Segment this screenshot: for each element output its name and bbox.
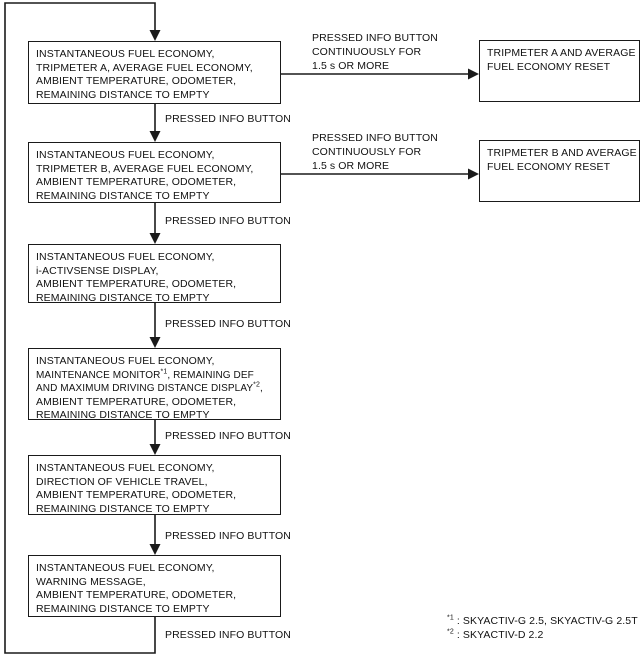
edge-label-box5-box6: PRESSED INFO BUTTON xyxy=(165,530,291,542)
footnote-text: SKYACTIV-D 2.2 xyxy=(462,629,544,641)
node-line: INSTANTANEOUS FUEL ECONOMY, xyxy=(36,48,215,60)
node-reset-tripmeter-a[interactable]: TRIPMETER A AND AVERAGE FUEL ECONOMY RES… xyxy=(479,40,640,102)
node-line: INSTANTANEOUS FUEL ECONOMY, xyxy=(36,355,215,367)
node-line: AMBIENT TEMPERATURE, ODOMETER, xyxy=(36,589,237,602)
node-line: WARNING MESSAGE, xyxy=(36,575,146,588)
node-line: FUEL ECONOMY RESET xyxy=(487,160,611,173)
node-line: i-ACTIVSENSE DISPLAY, xyxy=(36,264,159,277)
node-line: REMAINING DISTANCE TO EMPTY xyxy=(36,189,210,202)
arrowhead-box2 xyxy=(149,131,161,142)
edge-label-hold-resetA: PRESSED INFO BUTTON CONTINUOUSLY FOR 1.5… xyxy=(312,31,438,73)
node-line: TRIPMETER A AND AVERAGE xyxy=(487,47,636,59)
footnote-separator: : xyxy=(453,615,463,627)
node-maintenance-monitor[interactable]: INSTANTANEOUS FUEL ECONOMY, MAINTENANCE … xyxy=(28,348,281,422)
node-line: REMAINING DISTANCE TO EMPTY xyxy=(36,291,210,304)
edge-label-loopback: PRESSED INFO BUTTON xyxy=(165,629,291,641)
footnote-marker: *2 xyxy=(447,628,454,636)
node-line: INSTANTANEOUS FUEL ECONOMY, xyxy=(36,462,215,474)
arrowhead-box6 xyxy=(149,544,161,555)
node-line: TRIPMETER B AND AVERAGE xyxy=(487,147,637,159)
node-line: AMBIENT TEMPERATURE, ODOMETER, xyxy=(36,278,237,291)
node-i-activsense[interactable]: INSTANTANEOUS FUEL ECONOMY, i-ACTIVSENSE… xyxy=(28,244,281,304)
node-line: AMBIENT TEMPERATURE, ODOMETER, xyxy=(36,75,237,88)
node-line: AMBIENT TEMPERATURE, ODOMETER, xyxy=(36,489,237,502)
node-line-with-footnote-1: MAINTENANCE MONITOR*1, REMAINING DEF xyxy=(36,368,254,381)
arrowhead-resetA xyxy=(468,68,479,80)
node-line: REMAINING DISTANCE TO EMPTY xyxy=(36,602,210,615)
node-line: AMBIENT TEMPERATURE, ODOMETER, xyxy=(36,176,237,189)
footnote-marker: *1 xyxy=(447,614,454,622)
node-line: REMAINING DISTANCE TO EMPTY xyxy=(36,502,210,515)
edge-label-box3-box4: PRESSED INFO BUTTON xyxy=(165,318,291,330)
arrowhead-box4 xyxy=(149,337,161,348)
footnote-separator: : xyxy=(453,629,463,641)
edge-label-hold-line-1: PRESSED INFO BUTTON xyxy=(312,32,438,44)
node-line: INSTANTANEOUS FUEL ECONOMY, xyxy=(36,251,215,263)
node-tripmeter-a[interactable]: INSTANTANEOUS FUEL ECONOMY, TRIPMETER A,… xyxy=(28,41,281,104)
node-line: FUEL ECONOMY RESET xyxy=(487,60,611,73)
edge-label-box1-box2: PRESSED INFO BUTTON xyxy=(165,113,291,125)
arrowhead-resetB xyxy=(468,168,479,180)
edge-label-hold-resetB: PRESSED INFO BUTTON CONTINUOUSLY FOR 1.5… xyxy=(312,131,438,173)
node-warning-message[interactable]: INSTANTANEOUS FUEL ECONOMY, WARNING MESS… xyxy=(28,555,281,617)
node-line: INSTANTANEOUS FUEL ECONOMY, xyxy=(36,149,215,161)
node-tripmeter-b[interactable]: INSTANTANEOUS FUEL ECONOMY, TRIPMETER B,… xyxy=(28,142,281,203)
node-reset-tripmeter-b[interactable]: TRIPMETER B AND AVERAGE FUEL ECONOMY RES… xyxy=(479,140,640,202)
edge-label-hold-line-2: CONTINUOUSLY FOR xyxy=(312,146,422,158)
footnote-text: SKYACTIV-G 2.5, SKYACTIV-G 2.5T xyxy=(462,615,638,627)
node-line: TRIPMETER B, AVERAGE FUEL ECONOMY, xyxy=(36,162,254,175)
node-direction-of-travel[interactable]: INSTANTANEOUS FUEL ECONOMY, DIRECTION OF… xyxy=(28,455,281,515)
edge-label-hold-line-3: 1.5 s OR MORE xyxy=(312,60,390,72)
node-line: DIRECTION OF VEHICLE TRAVEL, xyxy=(36,475,208,488)
node-line: TRIPMETER A, AVERAGE FUEL ECONOMY, xyxy=(36,61,253,74)
footnote-1: *1 : SKYACTIV-G 2.5, SKYACTIV-G 2.5T xyxy=(447,615,638,629)
footnote-2: *2 : SKYACTIV-D 2.2 xyxy=(447,629,543,643)
node-line: AMBIENT TEMPERATURE, ODOMETER, xyxy=(36,395,237,408)
edge-label-hold-line-1: PRESSED INFO BUTTON xyxy=(312,132,438,144)
arrowhead-into-box1 xyxy=(149,30,161,41)
node-line-with-footnote-2: AND MAXIMUM DRIVING DISTANCE DISPLAY*2, xyxy=(36,381,263,395)
arrowhead-box5 xyxy=(149,444,161,455)
edge-label-hold-line-2: CONTINUOUSLY FOR xyxy=(312,46,422,58)
edge-label-hold-line-3: 1.5 s OR MORE xyxy=(312,160,390,172)
edge-label-box2-box3: PRESSED INFO BUTTON xyxy=(165,215,291,227)
edge-label-box4-box5: PRESSED INFO BUTTON xyxy=(165,430,291,442)
node-line: INSTANTANEOUS FUEL ECONOMY, xyxy=(36,562,215,574)
node-line: REMAINING DISTANCE TO EMPTY xyxy=(36,409,210,422)
arrowhead-box3 xyxy=(149,233,161,244)
node-line: REMAINING DISTANCE TO EMPTY xyxy=(36,88,210,101)
